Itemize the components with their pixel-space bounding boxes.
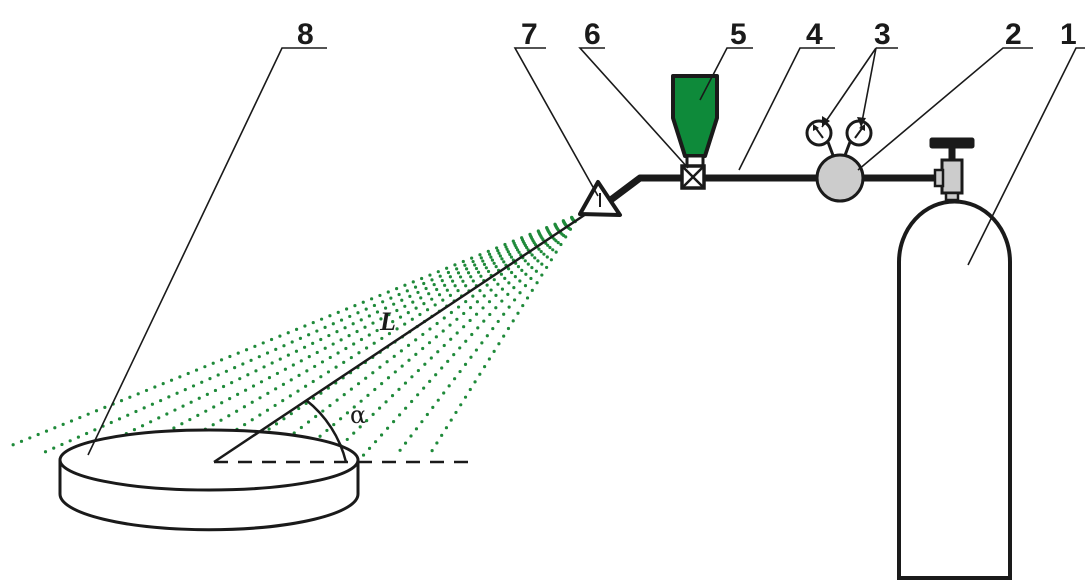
pressure-gauge-right — [842, 119, 873, 159]
leader-1 — [967, 47, 1085, 266]
valve — [680, 164, 706, 190]
spray-ray — [78, 212, 582, 458]
leader-4 — [738, 47, 835, 171]
callout-3: 3 — [874, 18, 891, 51]
callout-numbers: 8 7 6 5 4 3 2 1 — [297, 18, 1077, 51]
leader-3 — [821, 47, 898, 128]
spray-ray — [8, 212, 582, 448]
distance-label: L — [379, 307, 396, 336]
distance-line — [213, 208, 593, 464]
spray-ray — [253, 212, 582, 465]
spray-ray — [288, 212, 582, 464]
angle-label: α — [350, 401, 366, 429]
spray-ray — [148, 212, 582, 463]
callout-6: 6 — [584, 18, 601, 51]
container — [671, 74, 719, 158]
leader-6 — [578, 47, 689, 169]
callout-7: 7 — [521, 18, 538, 51]
leader-2 — [857, 47, 1033, 171]
spray-cone — [8, 212, 582, 465]
dish — [58, 428, 360, 532]
callout-leaders — [87, 47, 1085, 456]
spray-ray — [323, 212, 582, 463]
spray-ray — [183, 212, 582, 464]
gas-cylinder — [897, 199, 1012, 580]
callout-8: 8 — [297, 18, 314, 51]
callout-5: 5 — [730, 18, 747, 51]
spray-ray — [218, 212, 582, 465]
cylinder-valve — [929, 137, 975, 202]
leader-7 — [513, 47, 599, 197]
pressure-gauge-left — [805, 119, 836, 159]
spray-ray — [428, 212, 582, 456]
callout-2: 2 — [1005, 18, 1022, 51]
spray-ray — [358, 212, 582, 461]
leader-3-arrowheads — [822, 116, 866, 127]
leader-8 — [87, 47, 327, 456]
dish-rim — [58, 428, 360, 492]
regulator — [815, 153, 865, 203]
leader-5 — [699, 47, 753, 101]
spray-ray — [393, 212, 582, 459]
angle-arc — [305, 399, 348, 463]
spray-ray — [43, 212, 582, 454]
callout-4: 4 — [806, 18, 823, 51]
callout-1: 1 — [1060, 18, 1077, 51]
hose — [601, 174, 690, 208]
